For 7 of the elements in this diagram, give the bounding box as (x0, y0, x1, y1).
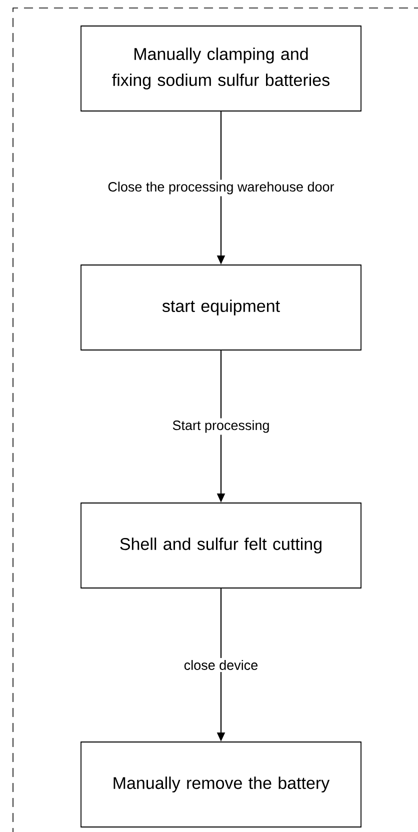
process-box: Manually clamping and fixing sodium sulfur batteries (80, 26, 362, 112)
process-box: start equipment (80, 264, 362, 350)
process-box: Shell and sulfur felt cutting (80, 502, 362, 588)
edge-label: Close the processing warehouse door (108, 182, 334, 194)
edge-label: Start processing (172, 420, 269, 433)
edge-label: close device (184, 660, 258, 670)
process-box: Manually remove the battery (80, 742, 362, 828)
